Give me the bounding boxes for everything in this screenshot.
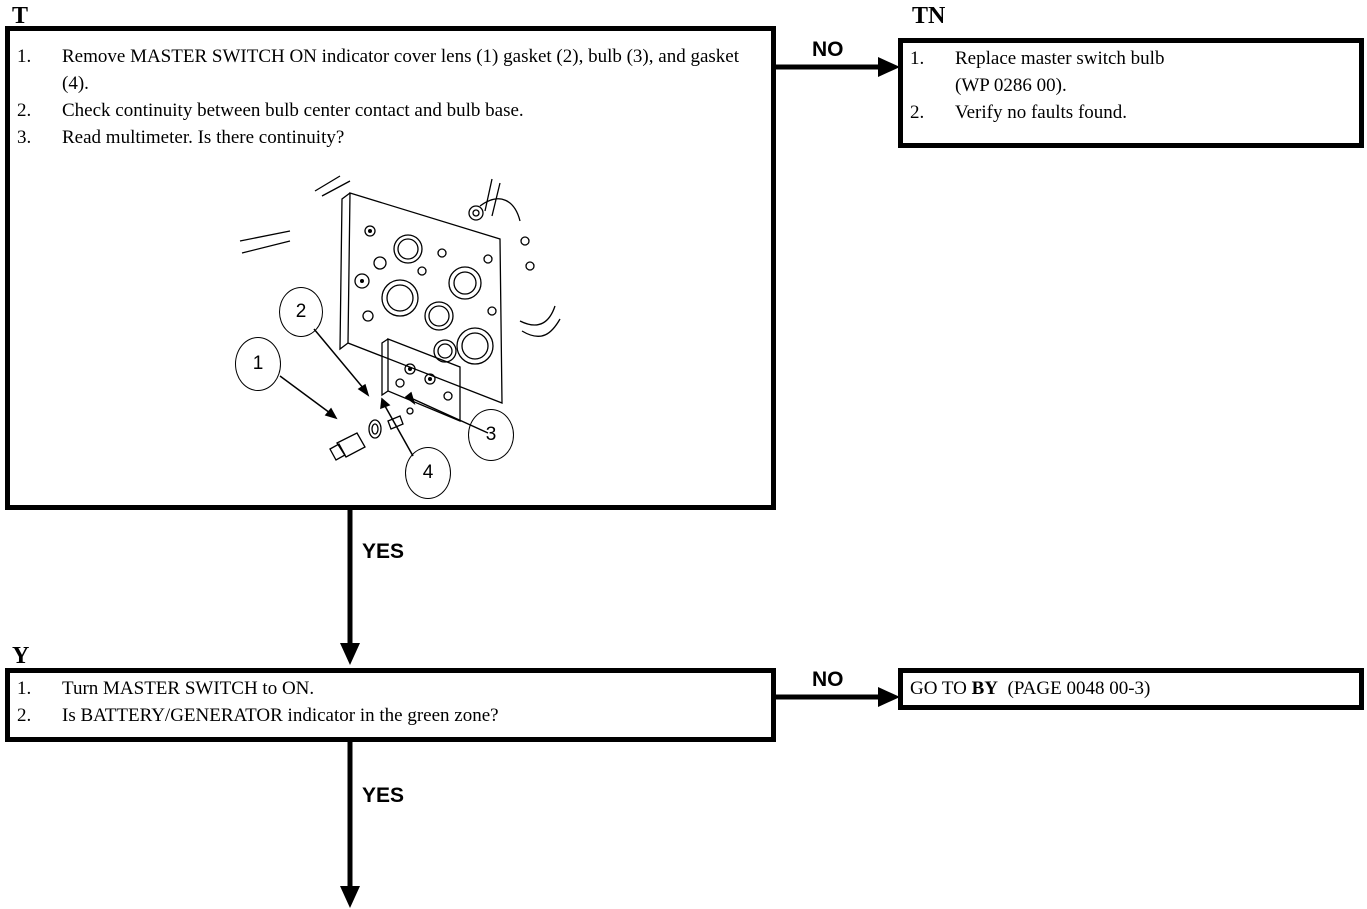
box-tn-label: TN	[912, 3, 946, 29]
box-y-label: Y	[12, 643, 30, 669]
box-y-step-1: 1. Turn MASTER SWITCH to ON.	[17, 678, 315, 699]
instrument-panel-illustration	[239, 175, 561, 461]
box-t-step-3: 3. Read multimeter. Is there continuity?	[17, 127, 345, 148]
callout-leaders	[279, 328, 489, 457]
callout-4: 4	[405, 447, 451, 499]
callout-1: 1	[235, 337, 281, 391]
box-t-step-1: 1. Remove MASTER SWITCH ON indicator cov…	[17, 46, 739, 94]
box-t-steps: 1. Remove MASTER SWITCH ON indicator cov…	[10, 31, 771, 151]
goto-text: GO TO BY (PAGE 0048 00-3)	[910, 678, 1151, 699]
y-no-arrowhead	[878, 687, 900, 707]
t-no-arrowhead	[878, 57, 900, 77]
box-y-step-2: 2. Is BATTERY/GENERATOR indicator in the…	[17, 705, 499, 726]
t-no-label: NO	[812, 38, 844, 61]
box-t-step-2: 2. Check continuity between bulb center …	[17, 100, 524, 121]
box-t-label: T	[12, 3, 29, 29]
t-yes-label: YES	[362, 540, 405, 563]
box-y: 1. Turn MASTER SWITCH to ON. 2. Is BATTE…	[5, 668, 776, 742]
box-goto: GO TO BY (PAGE 0048 00-3)	[898, 668, 1364, 710]
t-yes-arrowhead	[340, 643, 360, 665]
box-tn: 1. Replace master switch bulb (WP 0286 0…	[898, 38, 1364, 148]
box-tn-step-1: 1. Replace master switch bulb (WP 0286 0…	[910, 48, 1165, 96]
box-t: 1. Remove MASTER SWITCH ON indicator cov…	[5, 26, 776, 510]
y-no-label: NO	[812, 668, 844, 691]
callout-2: 2	[279, 287, 323, 337]
box-tn-steps: 1. Replace master switch bulb (WP 0286 0…	[903, 43, 1359, 126]
y-yes-arrowhead	[340, 886, 360, 908]
y-yes-label: YES	[362, 784, 405, 807]
box-y-steps: 1. Turn MASTER SWITCH to ON. 2. Is BATTE…	[10, 673, 771, 729]
goto-target: BY	[971, 678, 998, 699]
box-tn-step-2: 2. Verify no faults found.	[910, 102, 1128, 123]
callout-3: 3	[468, 409, 514, 461]
